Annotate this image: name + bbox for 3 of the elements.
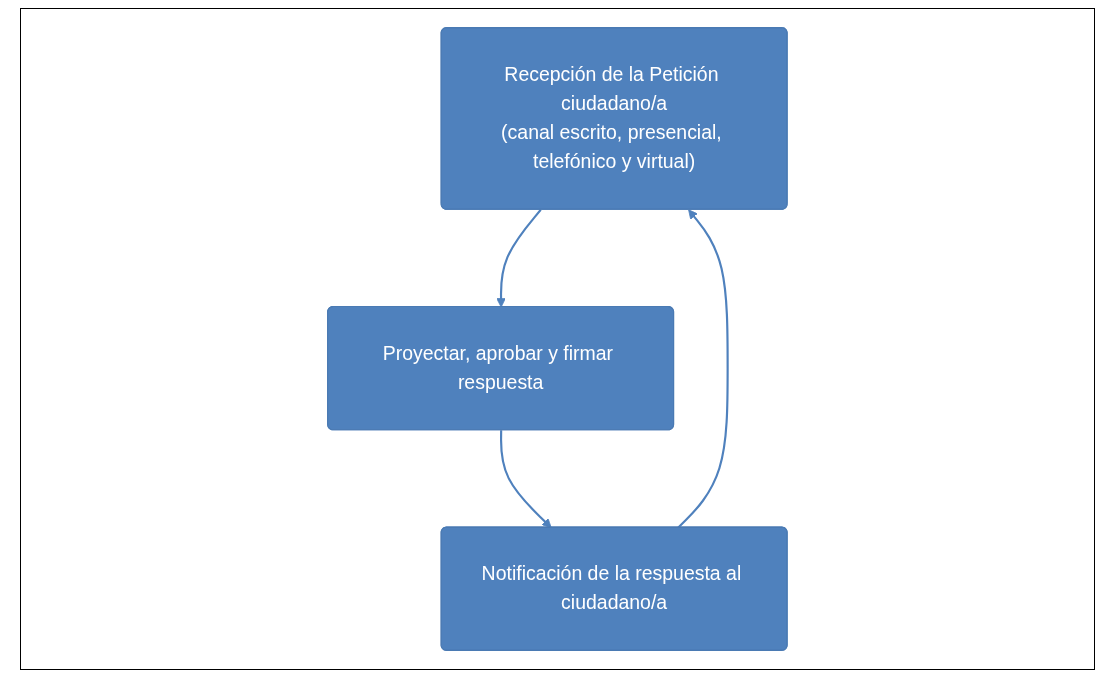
arrow	[677, 209, 729, 529]
arrow	[500, 430, 552, 529]
arrow	[496, 209, 542, 308]
